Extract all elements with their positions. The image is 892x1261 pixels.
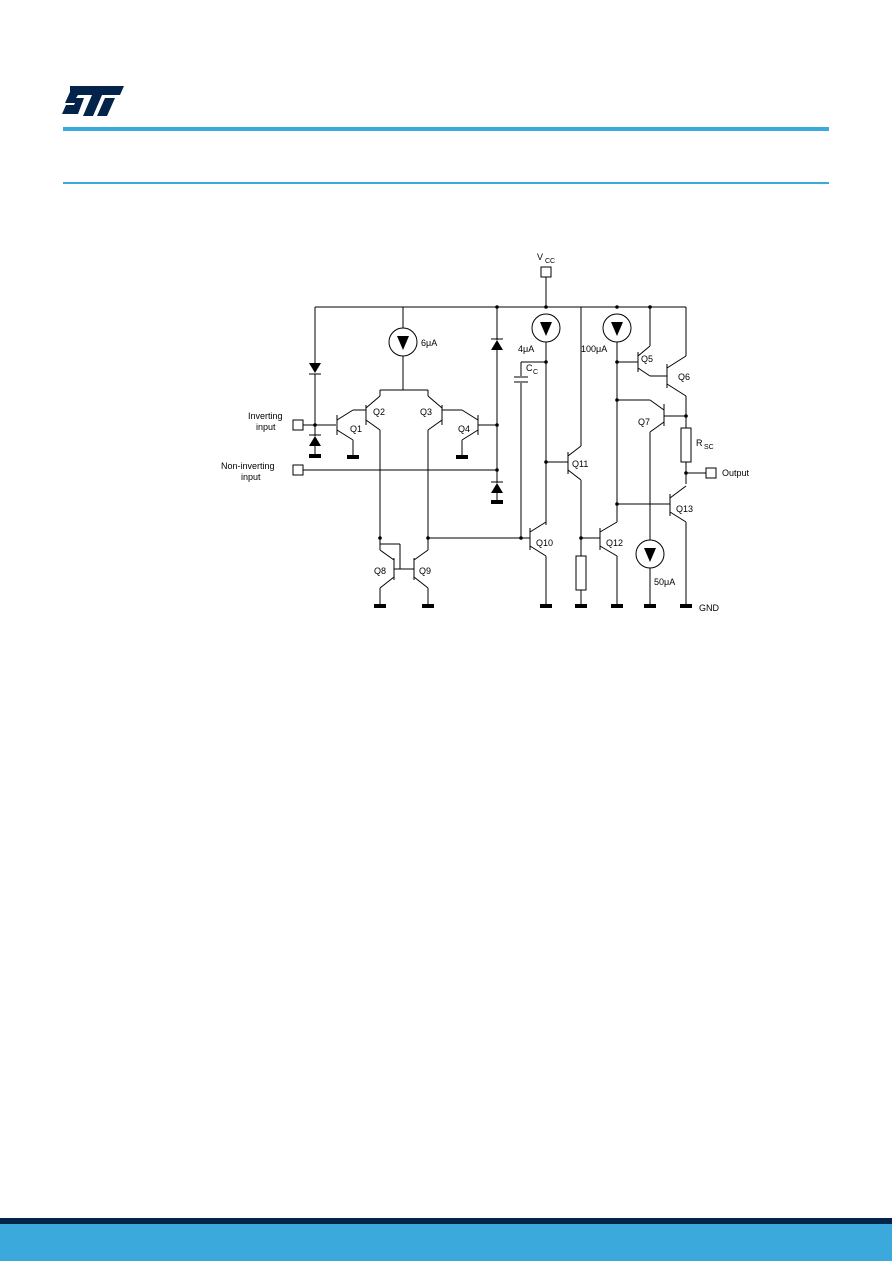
q4-label: Q4 bbox=[458, 424, 470, 434]
q13-label: Q13 bbox=[676, 504, 693, 514]
header-rule-bottom bbox=[63, 182, 829, 184]
inverting-input-label-2: input bbox=[256, 422, 276, 432]
rsc-label-sub: SC bbox=[704, 444, 714, 451]
gnd-label: GND bbox=[699, 603, 720, 613]
q11-label: Q11 bbox=[572, 459, 588, 469]
q9-label: Q9 bbox=[419, 566, 431, 576]
output-terminal bbox=[705, 467, 717, 479]
cc-label: C bbox=[526, 363, 533, 373]
st-logo bbox=[62, 86, 124, 116]
current-6ua-label: 6μA bbox=[421, 338, 437, 348]
q8-label: Q8 bbox=[374, 566, 386, 576]
non-inverting-input-label-1: Non-inverting bbox=[221, 461, 275, 471]
non-inverting-input-terminal bbox=[292, 464, 304, 476]
q2-label: Q2 bbox=[373, 407, 385, 417]
output-label: Output bbox=[722, 468, 750, 478]
inverting-input-terminal bbox=[292, 419, 304, 431]
footer-bar bbox=[0, 1224, 892, 1261]
footer-stripe bbox=[0, 1218, 892, 1224]
q6-label: Q6 bbox=[678, 372, 690, 382]
non-inverting-input-label-2: input bbox=[241, 472, 261, 482]
q5-label: Q5 bbox=[641, 354, 653, 364]
vcc-label: V bbox=[537, 252, 543, 262]
current-100ua-label: 100μA bbox=[581, 344, 607, 354]
q7-label: Q7 bbox=[638, 417, 650, 427]
vcc-terminal bbox=[540, 266, 552, 278]
cc-label-sub: C bbox=[533, 369, 538, 376]
current-50ua-label: 50μA bbox=[654, 577, 675, 587]
rsc-label: R bbox=[696, 438, 703, 448]
current-4ua-label: 4μA bbox=[518, 344, 534, 354]
vcc-label-sub: CC bbox=[545, 258, 555, 265]
inverting-input-label-1: Inverting bbox=[248, 411, 283, 421]
q10-label: Q10 bbox=[536, 538, 553, 548]
circuit-schematic: V CC Inverting input Q1 Q2 6μA Q3 bbox=[221, 252, 750, 613]
q1-label: Q1 bbox=[350, 424, 362, 434]
q12-label: Q12 bbox=[606, 538, 623, 548]
header-rule-top bbox=[63, 127, 829, 131]
q3-label: Q3 bbox=[420, 407, 432, 417]
